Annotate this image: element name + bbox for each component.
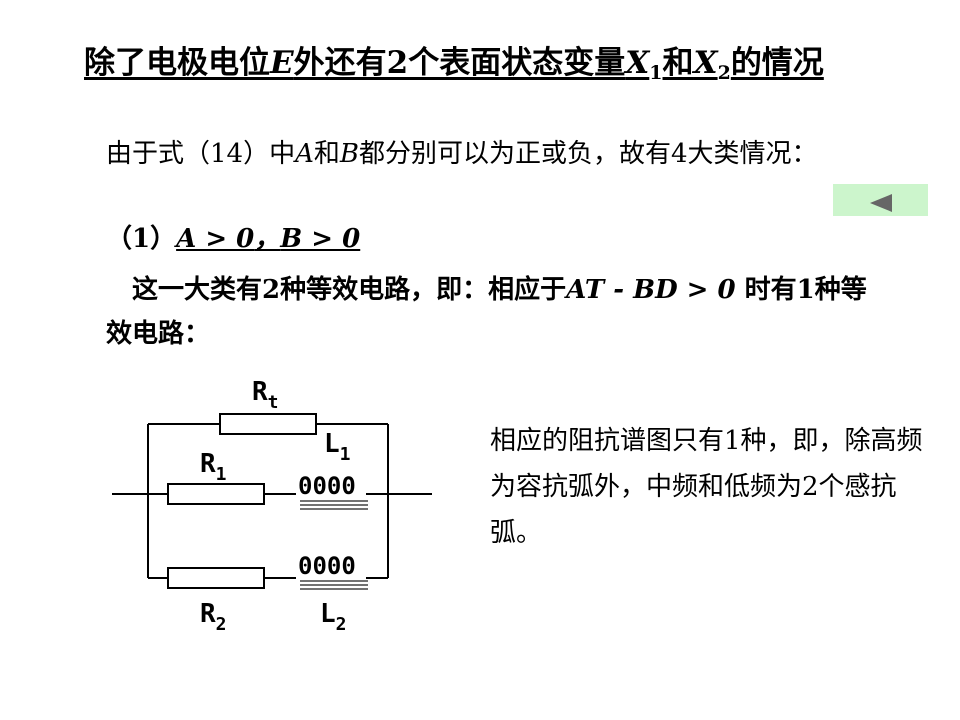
case-number: （1） (106, 224, 177, 254)
circuit-intro-expression: AT - BD > 0 (566, 275, 736, 305)
intro-var-b: B (339, 139, 359, 169)
circuit-intro-text-2: 时有1种等效电路： (106, 275, 867, 349)
resistor-r2 (167, 567, 265, 589)
circuit-intro-paragraph: 这一大类有2种等效电路，即：相应于AT - BD > 0 时有1种等效电路： (106, 268, 886, 356)
title-var-x2: X (693, 45, 718, 81)
resistor-r1 (167, 483, 265, 505)
intro-text-2: 都分别可以为正或负，故有4大类情况： (359, 139, 818, 169)
title-and: 和 (662, 45, 694, 81)
label-r1: R1 (200, 449, 227, 485)
intro-paragraph: 由于式（14）中A和B都分别可以为正或负，故有4大类情况： (106, 136, 866, 172)
title-var-e: E (270, 45, 294, 81)
case-condition-b: B > 0 (280, 224, 361, 254)
title-text-3: 的情况 (730, 45, 824, 81)
circuit-intro-text-1: 这一大类有2种等效电路，即：相应于 (132, 275, 567, 305)
inductor-l2-coil: 0000 (298, 552, 356, 580)
label-r2: R2 (200, 599, 227, 635)
label-l1: L1 (324, 429, 351, 465)
label-rt: Rt (252, 377, 279, 413)
case-separator: ， (254, 224, 281, 254)
resistor-rt (219, 413, 317, 435)
case-condition-a: A > 0 (176, 224, 255, 254)
case-heading: （1）A > 0，B > 0 (106, 222, 360, 256)
intro-and: 和 (313, 139, 340, 169)
inductor-l1-coil: 0000 (298, 472, 356, 500)
title-sub-2: 2 (717, 62, 731, 84)
title-sub-1: 1 (649, 62, 663, 84)
title-var-x1: X (625, 45, 650, 81)
slide-title: 除了电极电位E外还有2个表面状态变量X1和X2的情况 (84, 44, 884, 84)
intro-text-1: 由于式（14）中 (106, 139, 296, 169)
triangle-left-icon (869, 194, 892, 212)
title-text-1: 除了电极电位 (84, 45, 270, 81)
impedance-description: 相应的阻抗谱图只有1种，即，除高频为容抗弧外，中频和低频为2个感抗弧。 (490, 426, 923, 548)
label-l2: L2 (320, 599, 347, 635)
equivalent-circuit-diagram: Rt 0000 R1 L1 0000 R2 L2 (112, 377, 432, 635)
title-text-2: 外还有2个表面状态变量 (293, 45, 626, 81)
intro-var-a: A (295, 139, 314, 169)
back-button[interactable] (833, 184, 928, 216)
